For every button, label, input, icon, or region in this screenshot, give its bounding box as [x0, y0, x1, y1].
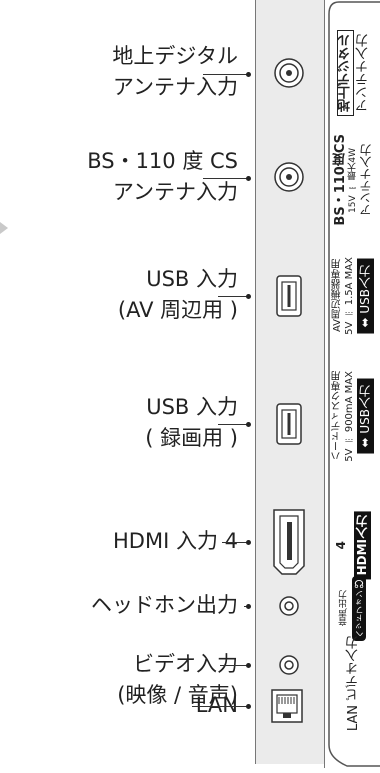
leader-line [203, 74, 248, 75]
label-terrestrial-antenna: 地上デジタルアンテナ入力 [112, 44, 238, 99]
leader-line [192, 706, 248, 707]
connector-graphics [271, 58, 305, 723]
side-usb-av-note2: 5V ⎓ 1.5A MAX [343, 257, 355, 335]
label-usb-rec: USB 入力( 録画用 ) [145, 395, 238, 450]
side-video: ビデオ入力 [325, 636, 380, 701]
side-hdmi: 4 HDMI入力 [325, 505, 380, 585]
side-audio-out: 音声出力 [339, 590, 350, 626]
silkscreen-strip: 地上デジタル アンテナ入力 BS・110度CS 15V ⎓ 最大4W アンテナ入… [324, 0, 380, 768]
video-jack-icon [279, 655, 299, 675]
pointer-arrow-icon [0, 222, 8, 234]
side-bs-sub: アンテナ入力 [358, 144, 373, 216]
side-headphone-small: ヘッドフォン [354, 589, 364, 638]
hdmi-port-icon [273, 509, 305, 575]
leader-dot [246, 704, 251, 709]
side-usb-rec-label: ⬌ USB入力 [356, 378, 374, 454]
lan-port-icon [271, 689, 303, 723]
terrestrial-antenna-port-icon [274, 58, 304, 88]
leader-line [218, 296, 248, 297]
side-usb-rec-note1: ハードディスク専用 [331, 370, 343, 461]
side-hdmi-label: HDMI入力 [354, 510, 371, 580]
side-bs-power: 15V ⎓ 最大4W [347, 147, 358, 213]
leader-dot [246, 663, 251, 668]
side-video-label: ビデオ入力 [345, 635, 361, 701]
label-lan: LAN [195, 693, 238, 717]
leader-dot [246, 422, 251, 427]
label-headphone-out: ヘッドホン出力 [91, 593, 238, 617]
usb-rec-port-icon [276, 403, 302, 445]
usb-av-port-icon [276, 275, 302, 317]
headphone-icon: ☊ [354, 577, 364, 591]
side-headphone-badge: ☊ ヘッドフォン [352, 575, 366, 641]
leader-dot [246, 72, 251, 77]
headphone-jack-icon [279, 596, 299, 616]
side-usb-av-label: ⬌ USB入力 [356, 258, 374, 334]
connector-panel [255, 0, 326, 764]
side-lan: LAN [325, 700, 380, 736]
side-hdmi-num: 4 [334, 540, 348, 550]
leader-dot [246, 176, 251, 181]
label-usb-av: USB 入力(AV 周辺用 ) [117, 267, 238, 322]
side-usb-rec: ハードディスク専用 5V ⎓ 900mA MAX ⬌ USB入力 [325, 362, 380, 470]
bs-cs-antenna-port-icon [274, 162, 304, 192]
leader-line [203, 178, 248, 179]
side-terrestrial: 地上デジタル アンテナ入力 [325, 28, 380, 118]
leader-dot [246, 540, 251, 545]
leader-dot [246, 604, 251, 609]
side-lan-label: LAN [345, 704, 361, 732]
leader-line [222, 542, 248, 543]
side-usb-av-note1: AV周辺機器専用 [331, 259, 343, 333]
leader-dot [246, 294, 251, 299]
leader-line [218, 424, 248, 425]
side-bs-cs: BS・110度CS 15V ⎓ 最大4W アンテナ入力 [325, 128, 380, 232]
strip-outline [328, 1, 380, 767]
leader-line [220, 665, 248, 666]
side-usb-av: AV周辺機器専用 5V ⎓ 1.5A MAX ⬌ USB入力 [325, 240, 380, 352]
side-usb-rec-note2: 5V ⎓ 900mA MAX [343, 370, 355, 462]
label-hdmi-4: HDMI 入力 4 [113, 529, 238, 553]
side-terrestrial-sub: アンテナ入力 [355, 34, 371, 112]
side-headphone: 音声出力 ☊ ヘッドフォン [325, 575, 380, 641]
label-video-in: ビデオ入力(映像 / 音声) [117, 652, 238, 707]
side-bs-title: BS・110度CS [332, 134, 348, 226]
side-terrestrial-label: 地上デジタル [336, 30, 354, 116]
